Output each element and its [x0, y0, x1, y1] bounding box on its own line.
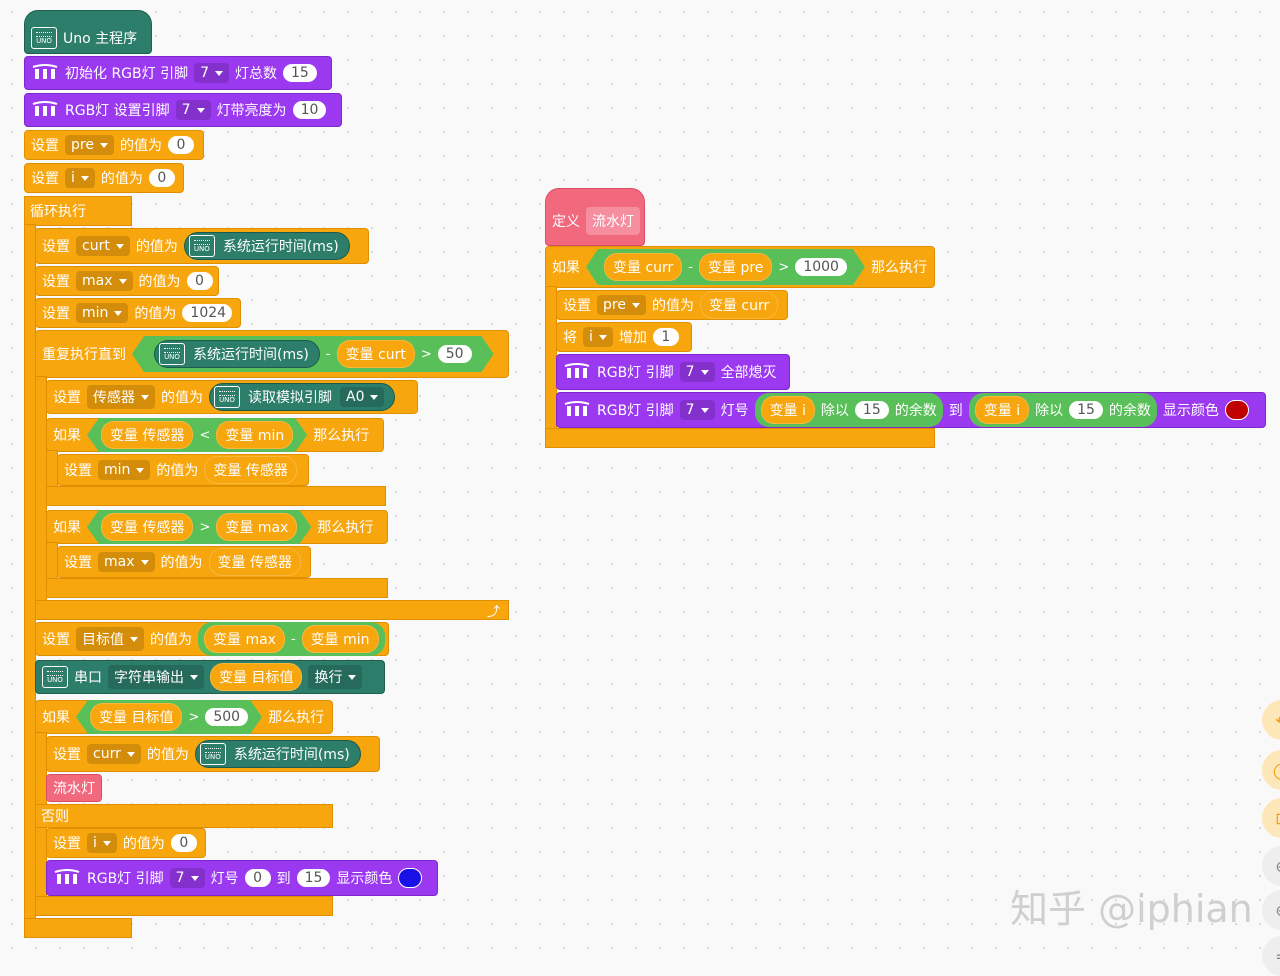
set-label: 设置 [31, 171, 59, 187]
set-i-zero-block[interactable]: 设置 i 的值为 0 [46, 828, 206, 858]
repeat-footer: ⤴ [35, 600, 509, 620]
set-min-sensor-block[interactable]: 设置 min 的值为 变量 传感器 [57, 454, 309, 486]
serial-mode-dropdown[interactable]: 字符串输出 [108, 665, 204, 689]
zoom-out-icon[interactable]: ⊖ [1262, 890, 1280, 930]
var-dropdown[interactable]: 传感器 [87, 385, 155, 409]
if-else-footer [35, 896, 333, 916]
loop-header[interactable] [24, 196, 132, 226]
var-dropdown[interactable]: curt [76, 236, 130, 256]
mod-reporter[interactable]: 变量 i 除以 15 的余数 [968, 393, 1157, 427]
subtract-reporter[interactable]: 变量 max - 变量 min [198, 622, 385, 656]
crop-icon[interactable]: ⊡ [1262, 798, 1280, 838]
compare-condition[interactable]: 变量 传感器 > 变量 max [87, 510, 311, 544]
var-dropdown[interactable]: pre [65, 135, 114, 155]
count-input[interactable]: 15 [283, 64, 317, 82]
brightness-label-2: 灯带亮度为 [216, 103, 287, 119]
value-input[interactable]: 50 [438, 345, 472, 363]
if-footer [46, 486, 386, 506]
rgb-mod-color-block[interactable]: RGB灯 引脚 7 灯号 变量 i 除以 15 的余数 到 变量 i 除以 15… [556, 392, 1266, 428]
inc-i-block[interactable]: 将 i 增加 1 [556, 322, 692, 352]
pin-dropdown[interactable]: 7 [194, 63, 230, 83]
count-label: 灯总数 [235, 66, 278, 82]
loop-label: 循环执行 [30, 204, 86, 220]
rgb-off-block[interactable]: RGB灯 引脚 7 全部熄灭 [556, 354, 790, 390]
set-pre-block[interactable]: 设置 pre 的值为 0 [24, 130, 204, 160]
value-input[interactable]: 0 [148, 169, 175, 187]
proc-if-block[interactable]: 如果 变量 curr - 变量 pre > 1000 那么执行 [545, 246, 935, 288]
set-i-block[interactable]: 设置 i 的值为 0 [24, 163, 184, 193]
color-swatch-red[interactable] [1224, 400, 1249, 420]
uno-board-icon: UNO [31, 27, 57, 49]
compare-condition[interactable]: 变量 curr - 变量 pre > 1000 [586, 249, 865, 285]
watermark: 知乎 @iphian [1010, 887, 1253, 931]
compare-condition[interactable]: 变量 目标值 > 500 [76, 700, 262, 734]
if-footer [46, 578, 388, 598]
brightness-input[interactable]: 10 [292, 101, 327, 119]
compare-condition[interactable]: 变量 传感器 < 变量 min [87, 418, 307, 452]
if-min-block[interactable]: 如果 变量 传感器 < 变量 min 那么执行 [46, 418, 384, 452]
set-pre-curr-block[interactable]: 设置 pre 的值为 变量 curr [556, 290, 788, 320]
led-strip-icon [564, 363, 590, 378]
if-max-block[interactable]: 如果 变量 传感器 > 变量 max 那么执行 [46, 510, 388, 544]
set-label: 设置 [31, 138, 59, 154]
serial-print-block[interactable]: UNO 串口 字符串输出 变量 目标值 换行 [35, 660, 385, 694]
led-strip-icon [32, 101, 58, 116]
var-dropdown[interactable]: max [76, 271, 133, 291]
set-max-sensor-block[interactable]: 设置 max 的值为 变量 传感器 [57, 546, 311, 578]
var-dropdown[interactable]: i [65, 168, 95, 188]
pin-dropdown[interactable]: 7 [175, 100, 211, 120]
set-max-block[interactable]: 设置 max 的值为 0 [35, 266, 219, 296]
led-strip-icon [54, 869, 80, 884]
loop-arrow-icon: ⤴ [486, 605, 500, 620]
valueof-label: 的值为 [119, 138, 162, 154]
loop-footer [24, 918, 132, 938]
set-min-block[interactable]: 设置 min 的值为 1024 [35, 298, 241, 328]
uno-board-icon: UNO [188, 235, 215, 257]
define-proc-hat[interactable]: 定义 流水灯 [545, 188, 645, 246]
color-swatch-blue[interactable] [398, 868, 423, 888]
value-input[interactable]: 0 [167, 136, 194, 154]
value-input[interactable]: 0 [186, 272, 213, 290]
zoom-in-icon[interactable]: ⊕ [1262, 846, 1280, 886]
led-strip-icon [32, 64, 58, 79]
var-dropdown[interactable]: min [76, 303, 129, 323]
hat-label: Uno 主程序 [63, 31, 138, 47]
mod-reporter[interactable]: 变量 i 除以 15 的余数 [754, 393, 943, 427]
proc-if-footer [545, 428, 935, 448]
else-label: 否则 [41, 809, 69, 825]
redo-icon[interactable]: ◯ [1262, 750, 1280, 790]
undo-icon[interactable]: ↶ [1262, 700, 1280, 740]
led-strip-icon [564, 401, 590, 416]
set-target-block[interactable]: 设置 目标值 的值为 变量 max - 变量 min [35, 622, 389, 656]
rgb-brightness-block[interactable]: RGB灯 设置引脚 7 灯带亮度为 10 [24, 93, 342, 127]
rgb-init-block[interactable]: 初始化 RGB灯 引脚 7 灯总数 15 [24, 56, 332, 90]
valueof-label: 的值为 [100, 171, 143, 187]
var-reporter[interactable]: 变量 curt [337, 340, 415, 368]
proc-name[interactable]: 流水灯 [586, 207, 640, 235]
rgb-range-color-block[interactable]: RGB灯 引脚 7 灯号 0 到 15 显示颜色 [46, 860, 438, 896]
if-target-block[interactable]: 如果 变量 目标值 > 500 那么执行 [35, 700, 333, 734]
call-proc-block[interactable]: 流水灯 [46, 774, 102, 802]
init-label: 初始化 RGB灯 引脚 [65, 66, 189, 82]
else-header [35, 804, 333, 828]
uno-main-hat[interactable]: UNO Uno 主程序 [24, 10, 152, 54]
newline-dropdown[interactable]: 换行 [308, 665, 363, 689]
brightness-label: RGB灯 设置引脚 [65, 103, 170, 119]
value-input[interactable]: 1024 [182, 304, 232, 322]
